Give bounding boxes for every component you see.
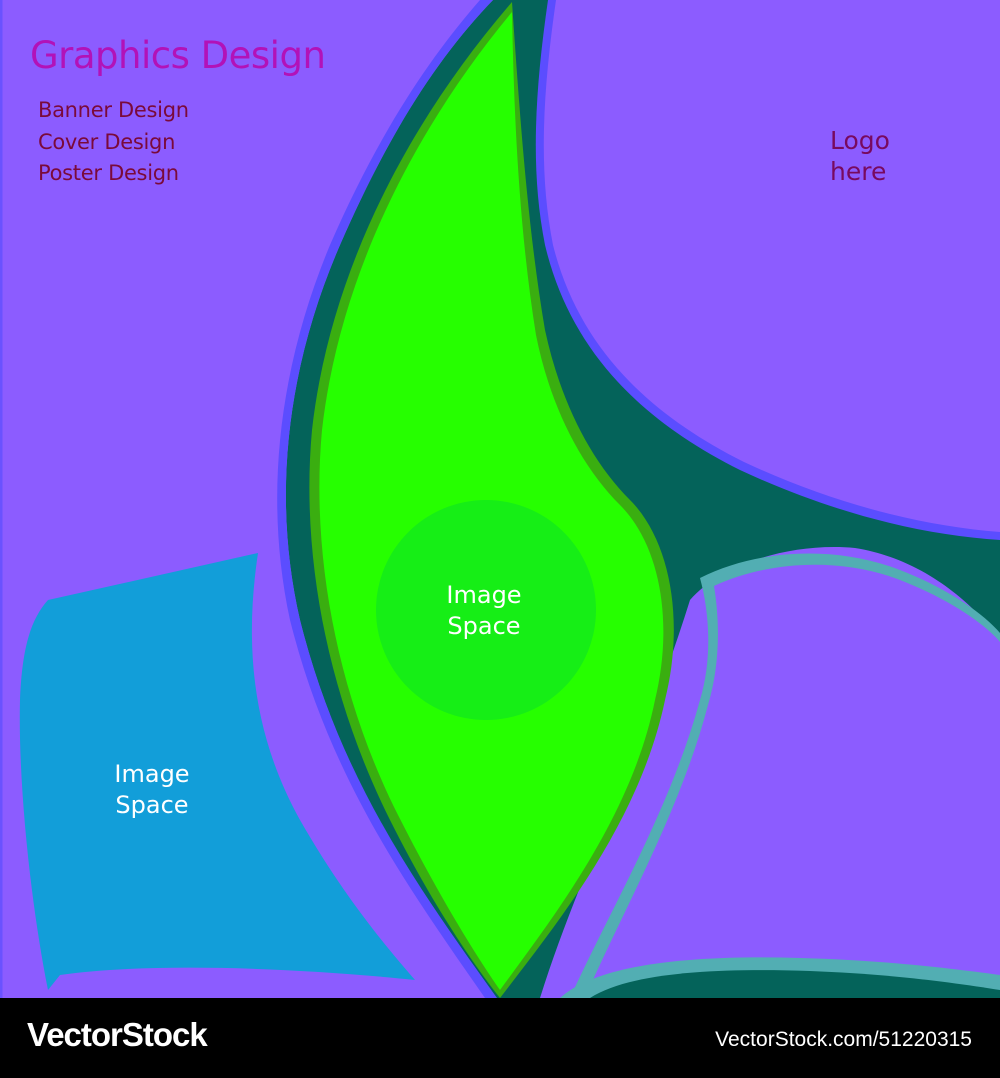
poster-artwork <box>0 0 1000 998</box>
service-item: Poster Design <box>38 161 179 185</box>
image-placeholder-circle <box>376 500 596 720</box>
headline: Graphics Design <box>30 34 326 77</box>
service-item: Banner Design <box>38 98 189 122</box>
watermark-footer: VectorStock VectorStock.com/51220315 <box>0 998 1000 1078</box>
leaf-blue-outline <box>277 0 497 998</box>
top-right-panel <box>543 0 1000 532</box>
poster-artboard: Graphics Design Banner Design Cover Desi… <box>0 0 1000 998</box>
bottom-swoosh <box>590 970 1000 998</box>
watermark-stock-id: VectorStock.com/51220315 <box>715 1028 972 1051</box>
image-placeholder-panel <box>19 553 415 990</box>
bottom-right-panel <box>585 564 1000 998</box>
image-placeholder-label-left: Image Space <box>114 760 190 819</box>
service-item: Cover Design <box>38 130 176 154</box>
logo-placeholder-text: Logo here <box>830 126 890 186</box>
watermark-brand: VectorStock <box>27 1016 208 1053</box>
image-placeholder-label-center: Image Space <box>446 581 522 640</box>
